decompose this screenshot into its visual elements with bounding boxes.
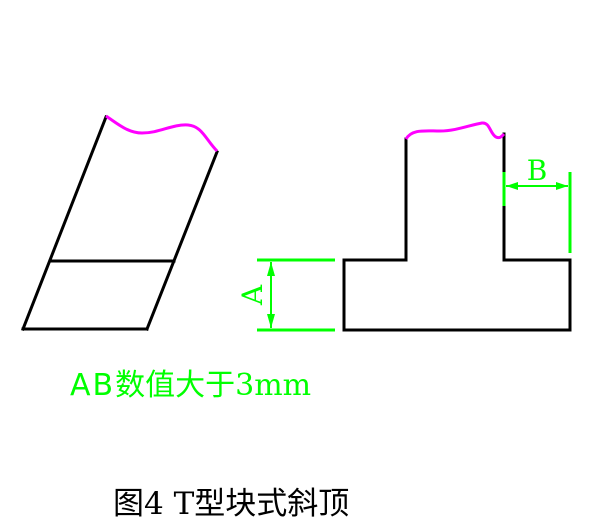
right-view — [342, 132, 572, 332]
dimension-b — [502, 172, 572, 253]
figure-caption: 图4 T型块式斜顶 — [113, 486, 350, 522]
dimension-note: AB数值大于3mm — [70, 360, 311, 404]
note-ab: AB — [70, 368, 116, 403]
right-break-line — [404, 121, 506, 140]
note-text: 数值大于3mm — [115, 368, 312, 403]
left-break-line — [105, 114, 219, 153]
dimension-a-label: A — [236, 284, 269, 306]
left-view — [21, 115, 219, 331]
dimension-b-label: B — [527, 154, 548, 187]
dimension-a — [257, 258, 335, 332]
